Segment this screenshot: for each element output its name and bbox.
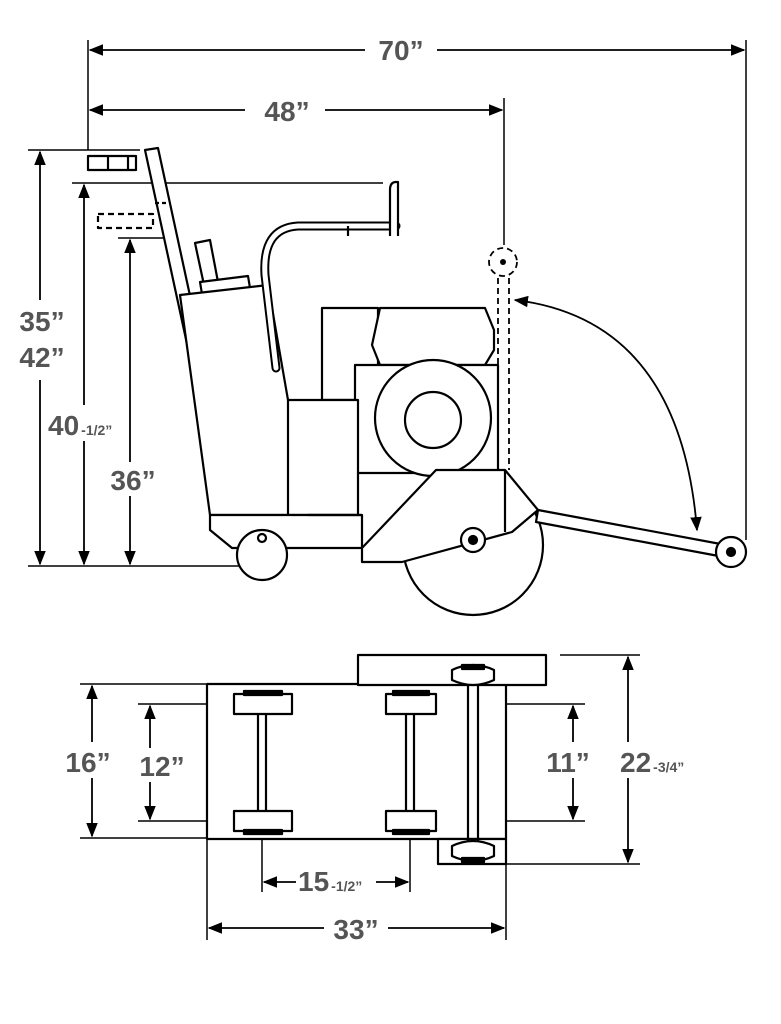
- label-48: 48”: [264, 96, 309, 127]
- label-15-half: 15-1/2”: [298, 866, 362, 897]
- label-12: 12”: [139, 751, 184, 782]
- rear-axle: [232, 689, 294, 836]
- control-lever: [193, 238, 252, 296]
- rotation-arc: [513, 295, 702, 532]
- label-35: 35”: [19, 306, 64, 337]
- top-view: [80, 653, 640, 940]
- side-view: [28, 40, 748, 617]
- extension-lines: [28, 40, 747, 567]
- pointer-raised: [488, 247, 518, 470]
- label-11: 11”: [546, 747, 590, 778]
- handle-lowered: [96, 212, 155, 230]
- label-40-half: 40-1/2”: [48, 410, 112, 441]
- engine: [286, 306, 500, 517]
- front-axle: [384, 689, 438, 836]
- label-42: 42”: [19, 342, 64, 373]
- blade-shaft: [450, 663, 496, 864]
- label-36: 36”: [110, 465, 155, 496]
- label-16: 16”: [65, 747, 110, 778]
- label-22-3-4: 22-3/4”: [620, 747, 684, 778]
- label-33: 33”: [333, 914, 378, 945]
- rear-wheel: [235, 528, 289, 582]
- pointer-arm: [534, 508, 748, 569]
- base-frame: [208, 513, 364, 582]
- dimension-labels: 70” 48” 35” 42” 40-1/2” 36” 16” 12” 11” …: [12, 30, 702, 946]
- label-70: 70”: [378, 35, 423, 66]
